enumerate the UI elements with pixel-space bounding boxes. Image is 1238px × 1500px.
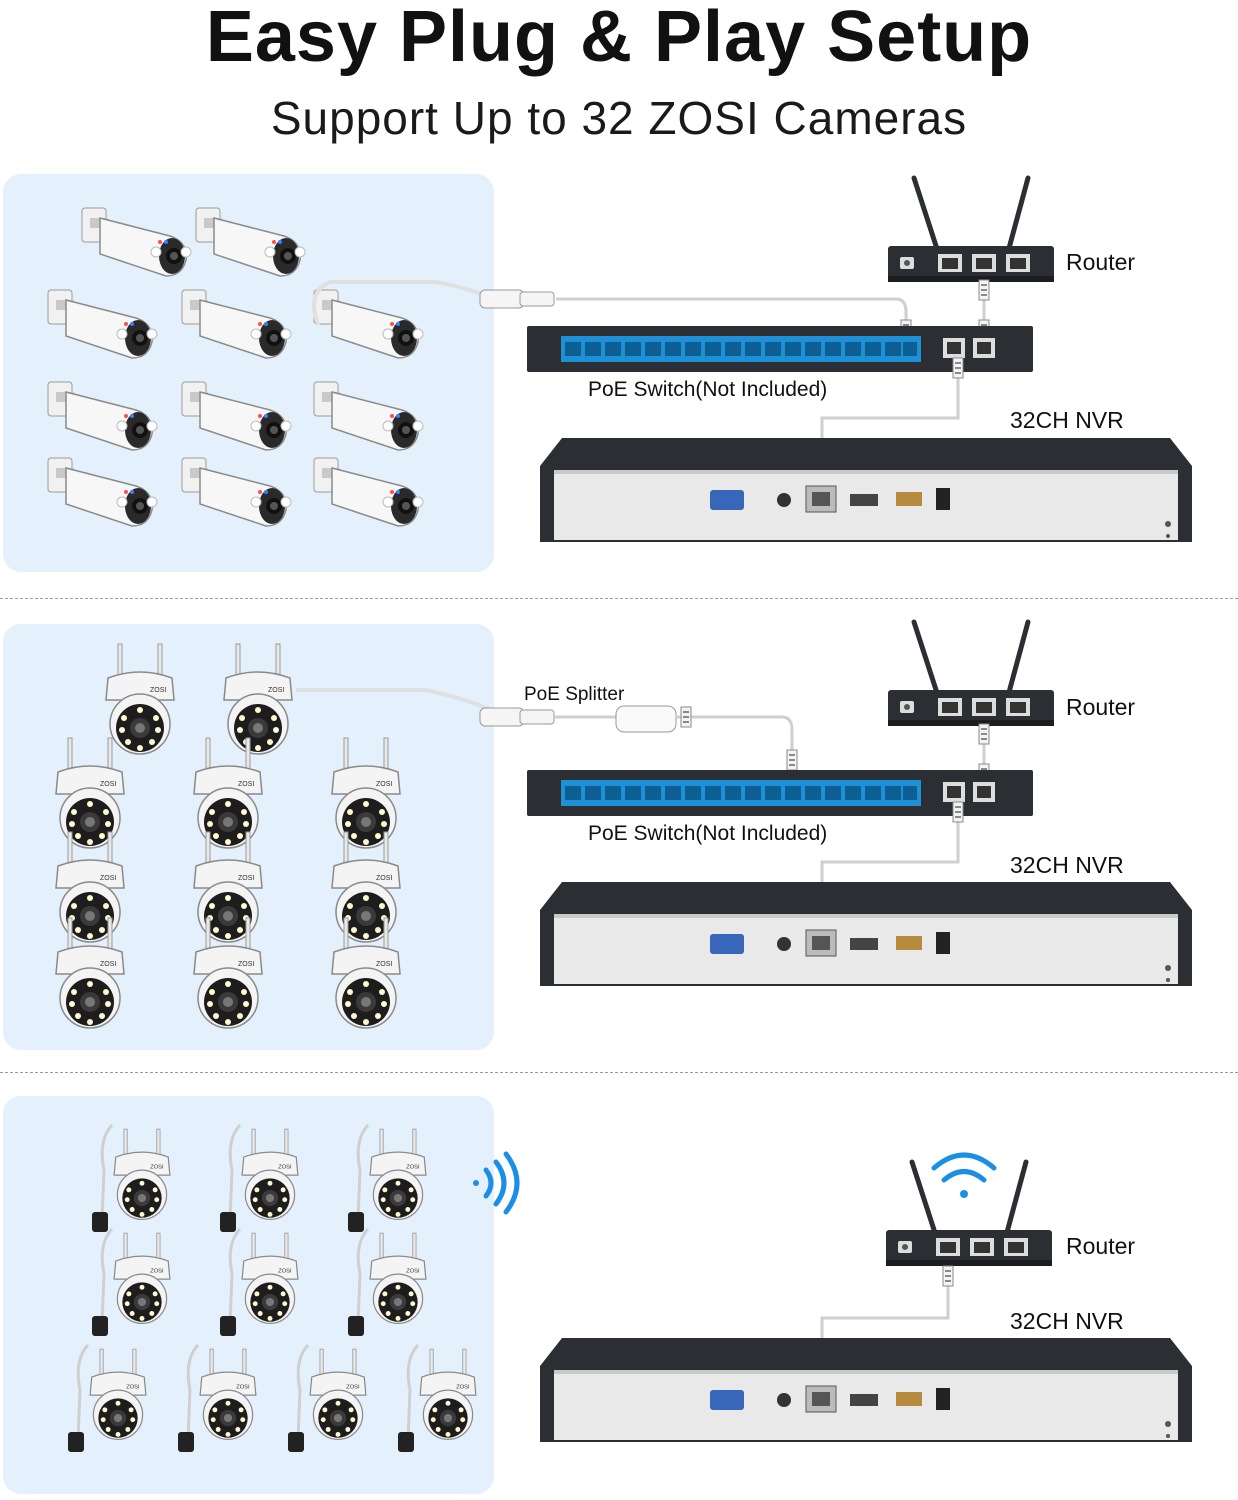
section-divider — [0, 598, 1238, 599]
poe-switch-label: PoE Switch(Not Included) — [588, 378, 828, 401]
router-device-1 — [888, 178, 1054, 282]
wifi-camera-group — [68, 1125, 476, 1452]
bullet-camera-group — [47, 207, 424, 527]
router-label: Router — [1066, 249, 1136, 275]
nvr-label: 32CH NVR — [1010, 852, 1124, 878]
page-subtitle: Support Up to 32 ZOSI Cameras — [270, 92, 968, 144]
nvr-label: 32CH NVR — [1010, 1308, 1124, 1334]
router-label: Router — [1066, 1233, 1136, 1259]
ptz-camera-group — [55, 643, 401, 1029]
poe-splitter-device — [615, 705, 677, 733]
poe-splitter-label: PoE Splitter — [524, 684, 625, 705]
page-title: Easy Plug & Play Setup — [205, 0, 1033, 77]
poe-switch-label: PoE Switch(Not Included) — [588, 822, 828, 845]
nvr-device-1 — [539, 437, 1193, 543]
router-label: Router — [1066, 694, 1136, 720]
section-divider — [0, 1072, 1238, 1073]
nvr-device-3 — [539, 1337, 1193, 1443]
nvr-device-2 — [539, 881, 1193, 987]
wifi-icon — [931, 1152, 997, 1198]
router-device-2 — [888, 622, 1054, 726]
wireless-signal-icon — [473, 1151, 520, 1215]
router-device-3 — [886, 1162, 1052, 1266]
nvr-label: 32CH NVR — [1010, 407, 1124, 433]
